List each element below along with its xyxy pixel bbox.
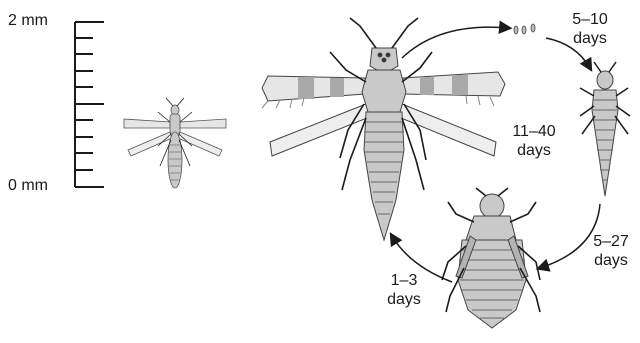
stage1-duration-label: 5–10 days [562, 10, 618, 48]
stage2-duration-label: 11–40 days [502, 122, 566, 160]
stage2-unit: days [502, 141, 566, 160]
stage3-unit: days [582, 251, 640, 270]
stage1-value: 5–10 [562, 10, 618, 29]
stage3-duration-label: 5–27 days [582, 232, 640, 270]
stage2-value: 11–40 [502, 122, 566, 141]
stage4-value: 1–3 [376, 271, 432, 290]
stage1-unit: days [562, 29, 618, 48]
arrow-adult-to-eggs [402, 27, 508, 58]
stage3-value: 5–27 [582, 232, 640, 251]
stage4-unit: days [376, 290, 432, 309]
stage4-duration-label: 1–3 days [376, 271, 432, 309]
